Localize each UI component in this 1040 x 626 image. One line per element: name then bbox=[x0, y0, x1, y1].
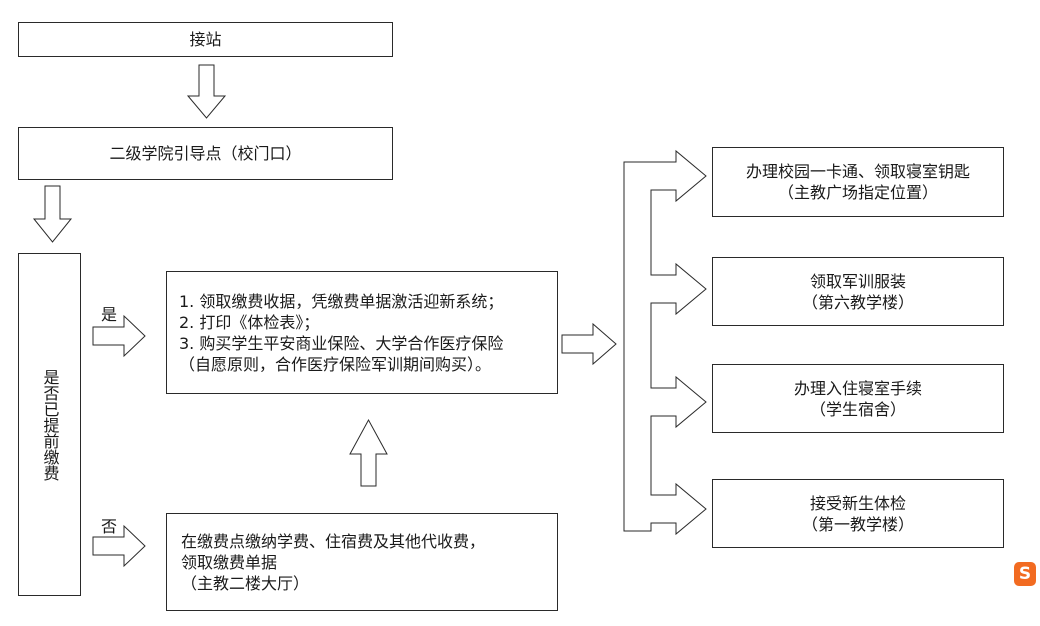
college-guide-box: 二级学院引导点（校门口） bbox=[18, 127, 393, 180]
right-step-location: （第一教学楼） bbox=[801, 514, 914, 534]
right-arrow-main bbox=[561, 322, 617, 366]
sogou-logo-letter: S bbox=[1018, 564, 1032, 584]
down-arrow-1 bbox=[186, 64, 227, 119]
prepaid-step-2: 2. 打印《体检表》； bbox=[179, 312, 320, 332]
right-step-dormitory: 办理入住寝室手续 （学生宿舍） bbox=[712, 364, 1004, 433]
right-step-uniform: 领取军训服装 （第六教学楼） bbox=[712, 257, 1004, 326]
prepaid-step-3: 3. 购买学生平安商业保险、大学合作医疗保险 bbox=[179, 333, 504, 353]
jiezhan-box: 接站 bbox=[18, 22, 393, 57]
sogou-logo-icon: S bbox=[1014, 562, 1036, 586]
down-arrow-2 bbox=[32, 185, 73, 243]
college-guide-label: 二级学院引导点（校门口） bbox=[109, 144, 302, 163]
right-step-location: （主教广场指定位置） bbox=[777, 183, 938, 202]
jiezhan-label: 接站 bbox=[189, 30, 222, 49]
right-step-title: 领取军训服装 bbox=[809, 271, 906, 291]
right-step-campus-card: 办理校园一卡通、领取寝室钥匙 （主教广场指定位置） bbox=[712, 147, 1004, 217]
decision-box: 是否已提前缴费 bbox=[18, 253, 81, 596]
decision-label: 是否已提前缴费 bbox=[40, 368, 60, 481]
right-step-title: 接受新生体检 bbox=[809, 493, 906, 513]
prepaid-steps-box: 1. 领取缴费收据，凭缴费单据激活迎新系统； 2. 打印《体检表》； 3. 购买… bbox=[166, 271, 558, 394]
right-step-title: 办理校园一卡通、领取寝室钥匙 bbox=[745, 162, 970, 181]
unpaid-line-1: 在缴费点缴纳学费、住宿费及其他代收费， bbox=[181, 531, 486, 551]
prepaid-step-3-note: （自愿原则，合作医疗保险军训期间购买）。 bbox=[179, 354, 492, 374]
branch-bracket bbox=[623, 149, 707, 536]
right-step-medical: 接受新生体检 （第一教学楼） bbox=[712, 479, 1004, 548]
right-arrow-no bbox=[92, 524, 146, 568]
yes-label: 是 bbox=[101, 305, 118, 324]
unpaid-line-2: 领取缴费单据 bbox=[181, 552, 278, 572]
right-step-title: 办理入住寝室手续 bbox=[793, 378, 922, 398]
unpaid-line-3: （主教二楼大厅） bbox=[181, 573, 310, 593]
right-arrow-yes bbox=[92, 314, 146, 358]
right-step-location: （第六教学楼） bbox=[801, 292, 914, 312]
unpaid-payment-box: 在缴费点缴纳学费、住宿费及其他代收费， 领取缴费单据 （主教二楼大厅） bbox=[166, 513, 558, 611]
up-arrow bbox=[349, 418, 388, 487]
right-step-location: （学生宿舍） bbox=[809, 399, 906, 419]
no-label: 否 bbox=[101, 517, 118, 536]
prepaid-step-1: 1. 领取缴费收据，凭缴费单据激活迎新系统； bbox=[179, 291, 504, 311]
